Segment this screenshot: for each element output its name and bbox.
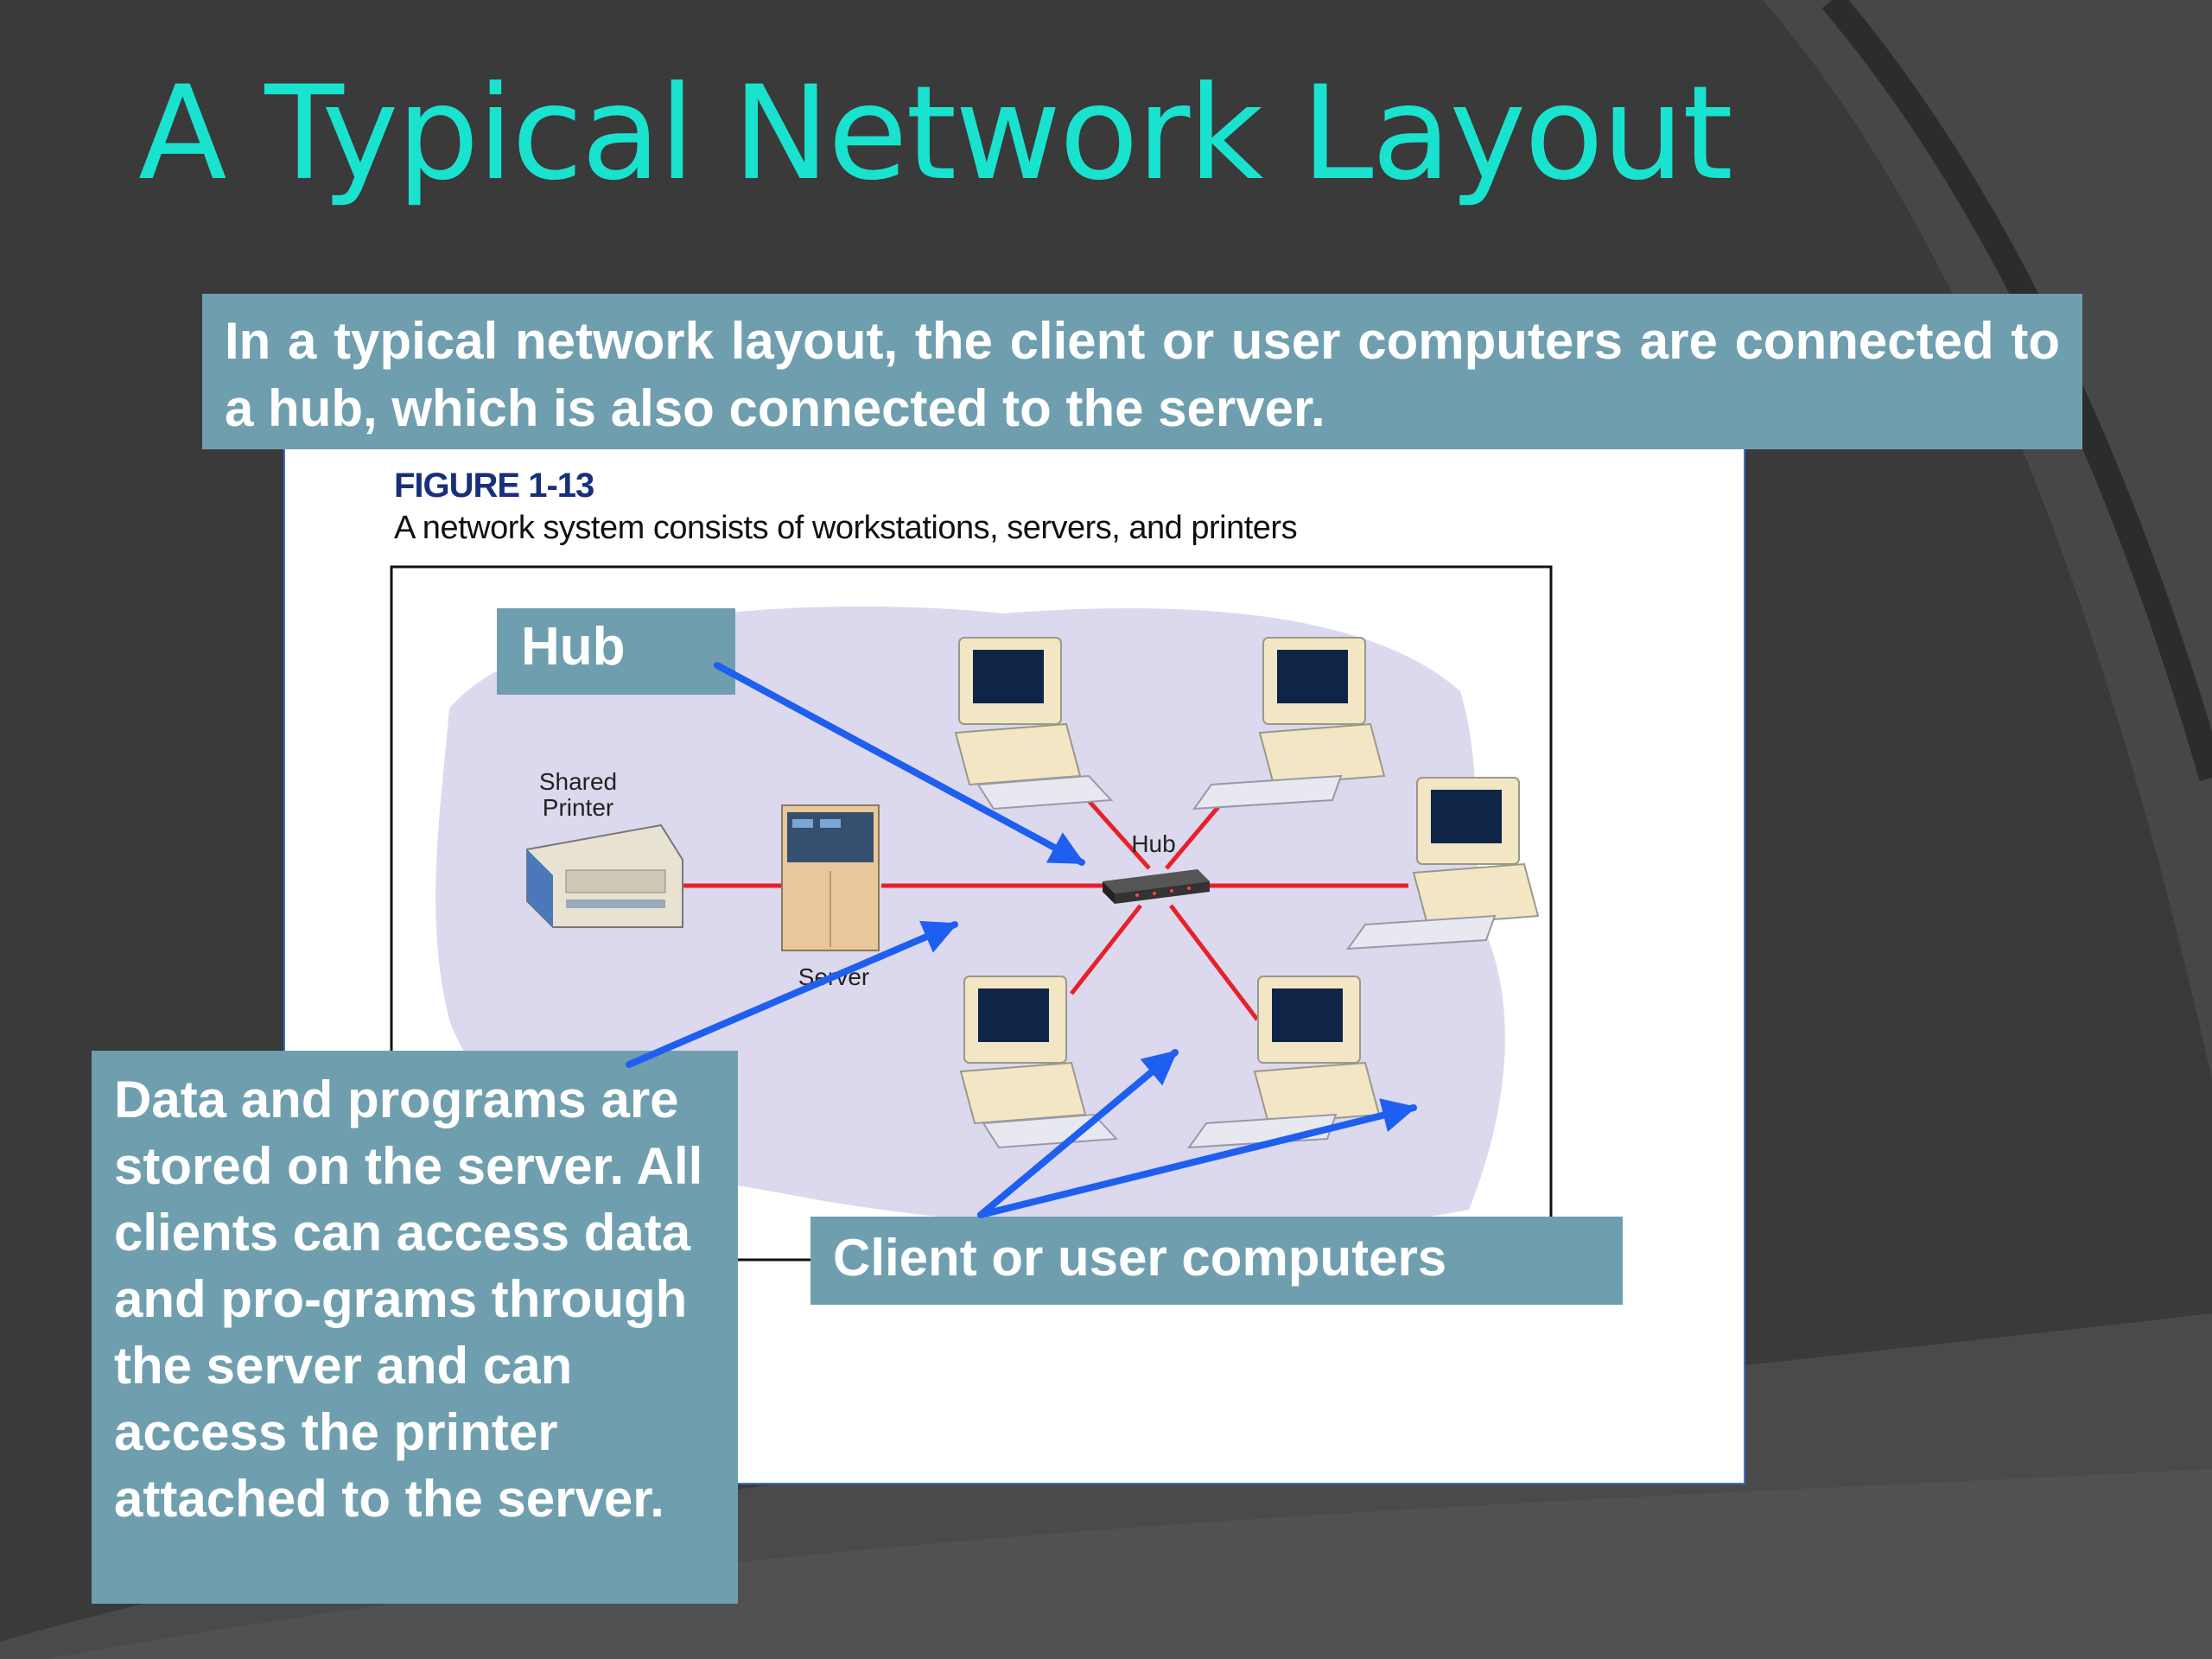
figure-caption: A network system consists of workstation… xyxy=(394,510,1298,546)
client-callout-arrow-2 xyxy=(977,1098,1417,1218)
intro-text-box: In a typical network layout, the client … xyxy=(202,294,2082,449)
figure-number: FIGURE 1-13 xyxy=(394,467,594,505)
slide-title: A Typical Network Layout xyxy=(138,59,1733,209)
server-icon xyxy=(781,804,880,951)
hub-callout: Hub xyxy=(497,608,735,695)
server-data-callout: Data and programs are stored on the serv… xyxy=(92,1051,738,1604)
workstation-icon-bottom-right xyxy=(1186,976,1381,1149)
client-computers-callout: Client or user computers xyxy=(810,1217,1623,1305)
workstation-icon-bottom-left xyxy=(959,976,1119,1149)
workstation-icon-top-left xyxy=(954,637,1114,810)
hub-callout-arrow xyxy=(714,662,1085,866)
hub-device-label: Hub xyxy=(1131,830,1176,857)
client-callout-arrow-1 xyxy=(977,1049,1179,1218)
link-hub-client-bottom-right xyxy=(1169,904,1259,1021)
printer-label: Shared Printer xyxy=(538,768,618,821)
link-hub-client-bottom-left xyxy=(1070,904,1142,995)
data-callout-arrow xyxy=(626,920,958,1068)
workstation-icon-top-right xyxy=(1192,637,1386,810)
printer-icon xyxy=(526,823,683,928)
workstation-icon-right xyxy=(1345,777,1540,950)
hub-device-icon xyxy=(1103,869,1210,904)
